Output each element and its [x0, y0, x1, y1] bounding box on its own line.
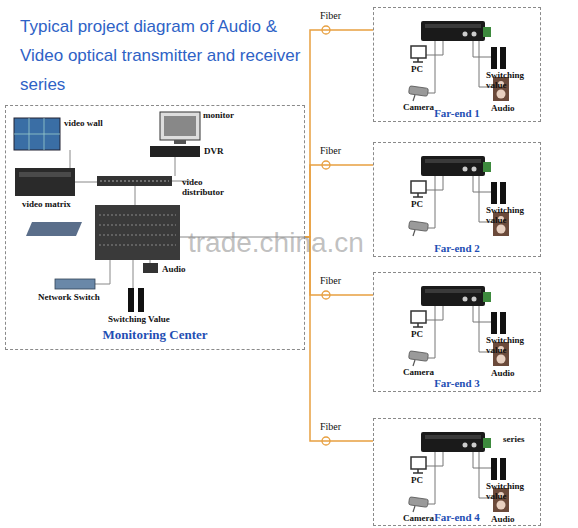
- device-label: monitor: [203, 110, 253, 120]
- device-label: PC: [411, 475, 441, 485]
- device-label: Camera: [403, 367, 443, 377]
- device-label: Switching value: [486, 481, 531, 501]
- device-label: Switching value: [486, 335, 531, 355]
- device-label: Audio: [491, 368, 521, 378]
- monitoring-equipment: [14, 112, 305, 312]
- node-title: Far-end 2: [374, 242, 540, 254]
- fiber-line: [305, 237, 373, 441]
- far-end-box: Far-end 3: [373, 272, 541, 392]
- device-label: PC: [411, 64, 441, 74]
- device-label: Audio: [491, 103, 521, 113]
- diagram-title: Typical project diagram of Audio & Video…: [20, 12, 305, 99]
- far-end-box: Far-end 2: [373, 142, 541, 257]
- watermark: trade.china.cn: [188, 228, 364, 258]
- device-label: Switching value: [486, 70, 531, 90]
- edge-label: Fiber: [320, 10, 341, 21]
- node-title: Far-end 1: [374, 107, 540, 119]
- fiber-line: [305, 165, 373, 237]
- edge-label: Fiber: [320, 421, 341, 432]
- device-label: PC: [411, 329, 441, 339]
- node-title: Monitoring Center: [6, 327, 304, 343]
- device-label: Camera: [403, 102, 443, 112]
- node-title: Far-end 3: [374, 377, 540, 389]
- node-title: Far-end 4: [374, 511, 540, 523]
- device-label: series: [503, 434, 543, 444]
- edge-label: Fiber: [320, 275, 341, 286]
- fiber-line: [305, 30, 373, 237]
- device-label: Audio: [491, 514, 521, 524]
- device-label: video matrix: [22, 199, 92, 209]
- device-label: Camera: [403, 513, 443, 523]
- edge-label: Fiber: [320, 145, 341, 156]
- device-label: PC: [411, 199, 441, 209]
- device-label: Switching value: [486, 205, 531, 225]
- device-label: Switching Value: [108, 314, 188, 324]
- device-label: DVR: [204, 146, 234, 156]
- device-label: video wall: [64, 118, 124, 128]
- device-label: video distributor: [182, 177, 230, 197]
- device-label: Audio: [162, 264, 202, 274]
- device-label: Network Switch: [38, 292, 118, 302]
- far-end-box: Far-end 1: [373, 7, 541, 122]
- far-end-equipment: [409, 21, 509, 512]
